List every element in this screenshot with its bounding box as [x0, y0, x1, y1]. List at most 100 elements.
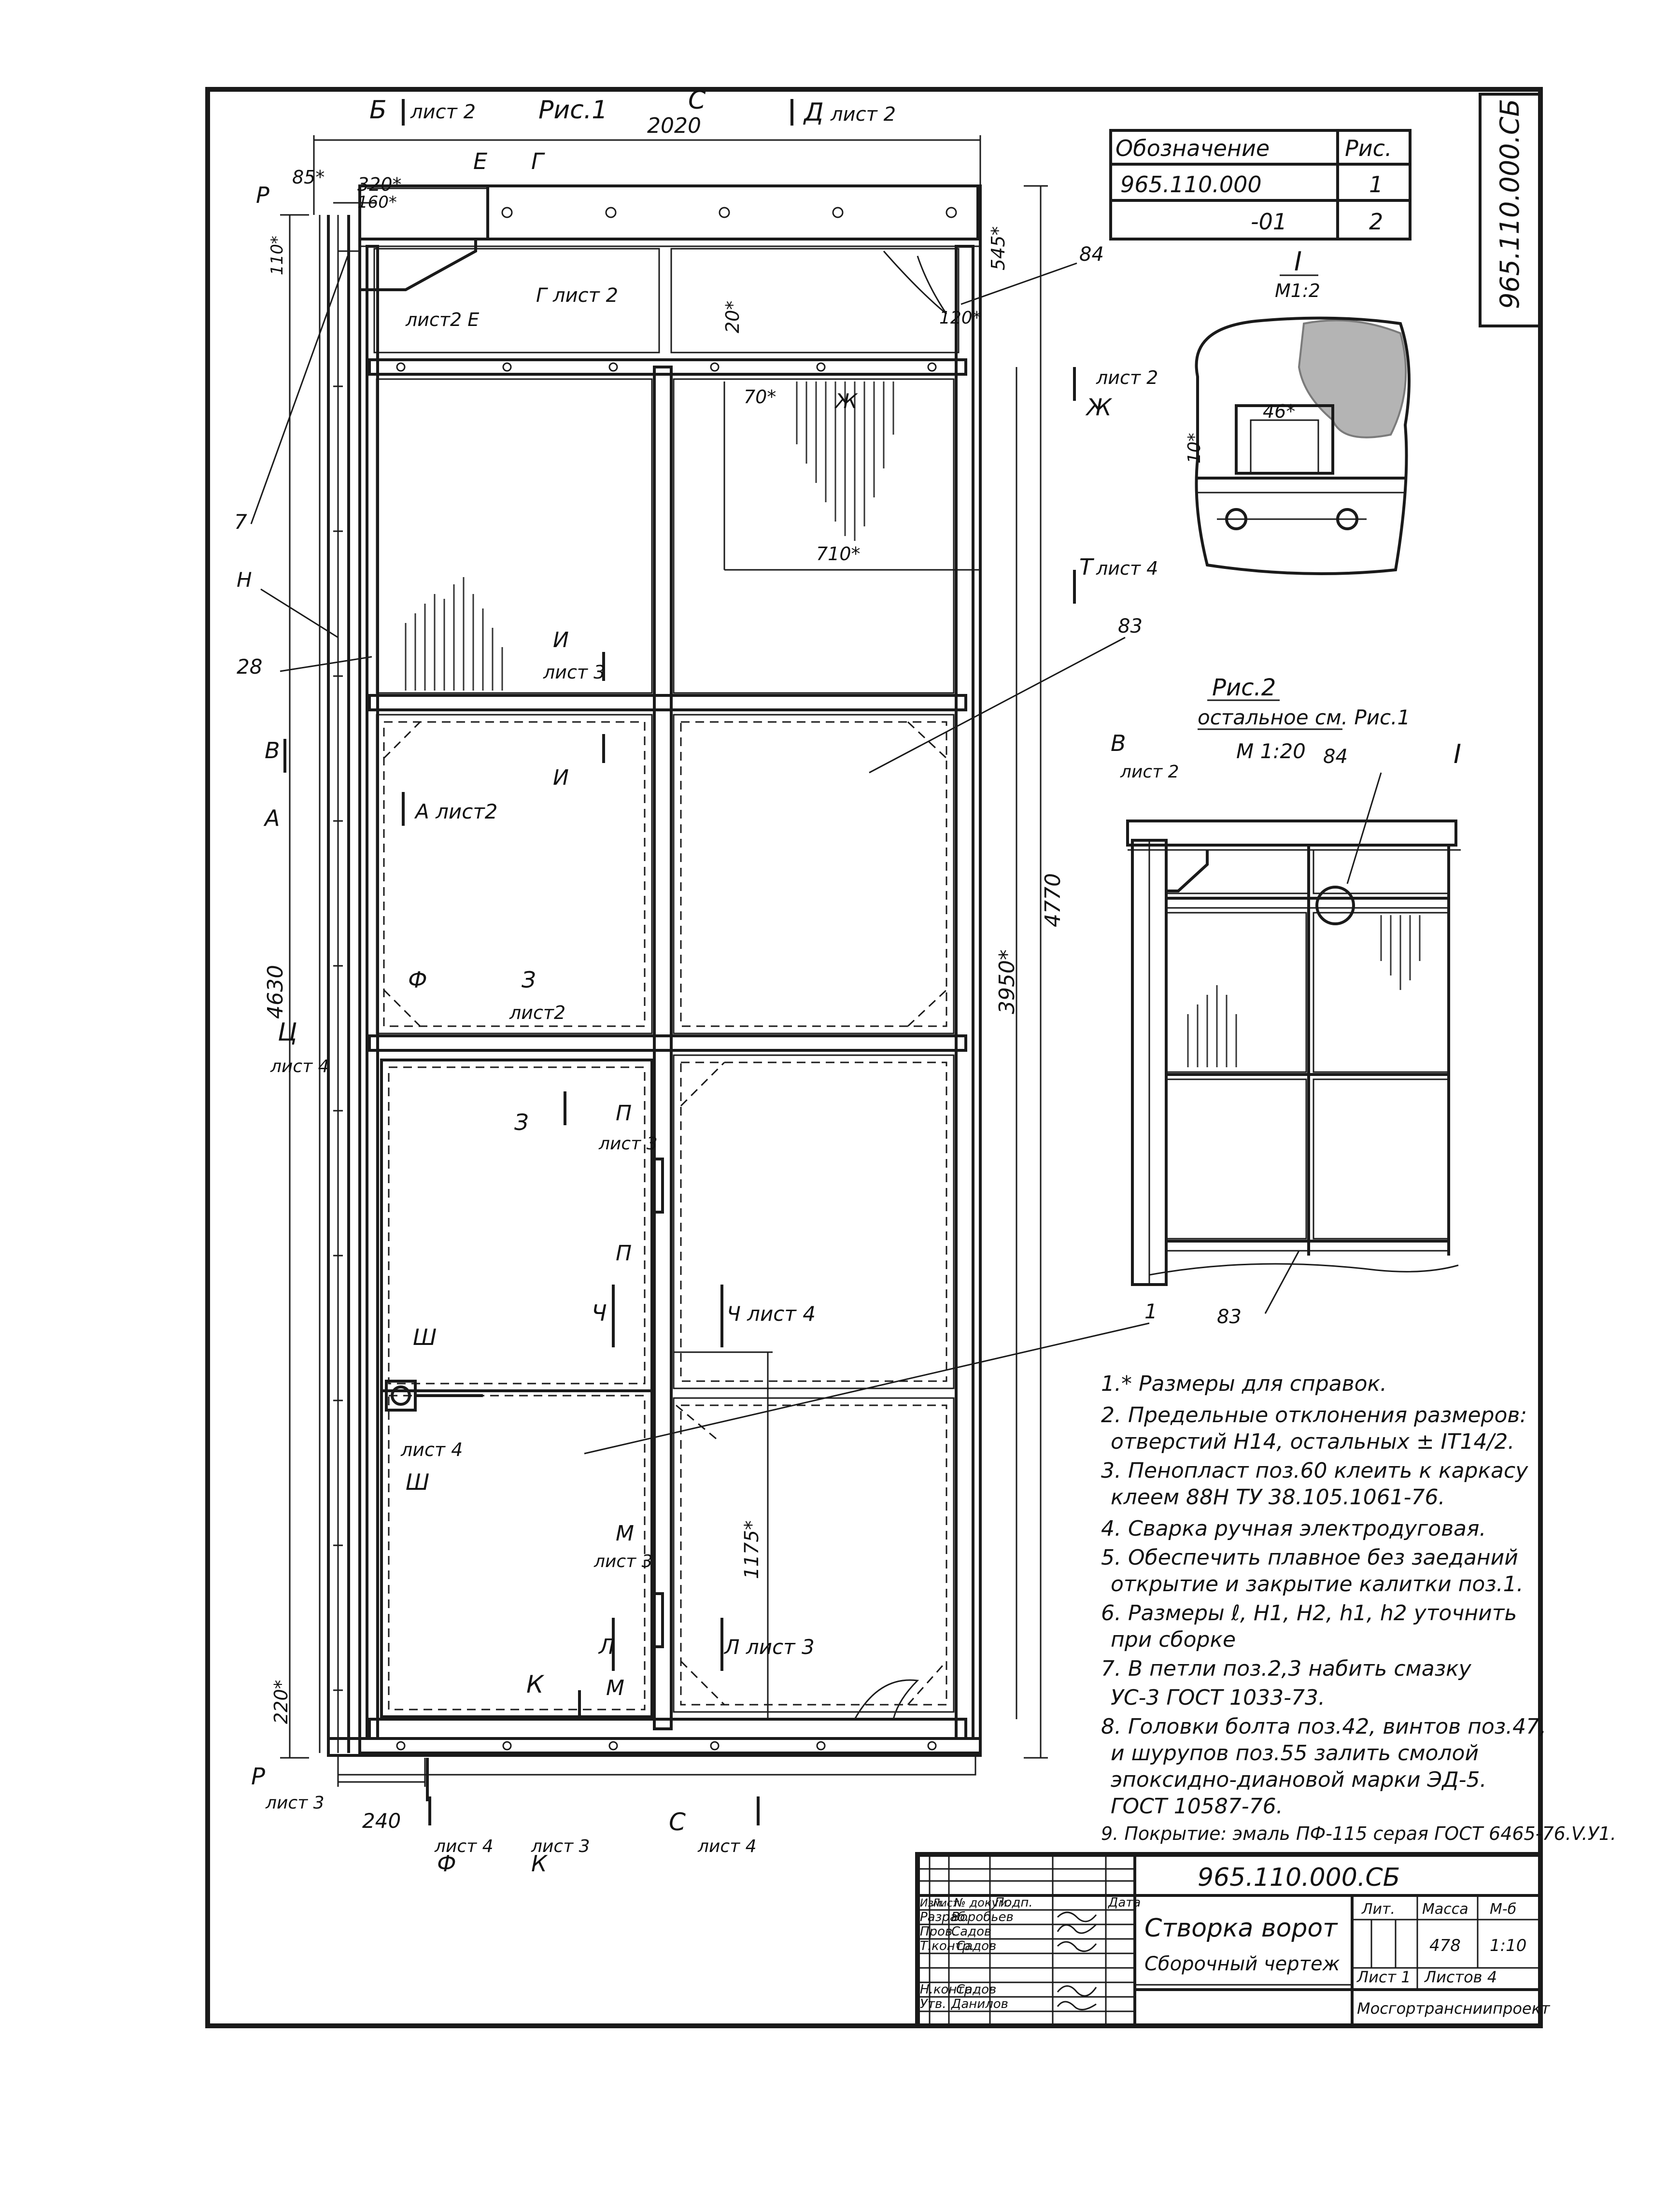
section-p2: П	[616, 1241, 632, 1266]
spec-row-1-fig: 1	[1369, 171, 1383, 198]
tb-name: Садов	[956, 1982, 996, 1997]
tb-col-list: Лист	[932, 1897, 960, 1909]
detail-i-label: I	[1294, 246, 1302, 277]
doc-number-vertical: 965.110.000.СБ	[1495, 99, 1525, 309]
fig2-drawing: Рис.2 остальное см. Рис.1 М 1:20 В лист …	[1111, 674, 1461, 1328]
tb-name: Воробьев	[951, 1910, 1014, 1924]
detail-i: I М1:2 46* 10*	[1185, 246, 1411, 575]
note-line: открытие и закрытие калитки поз.1.	[1111, 1572, 1524, 1597]
dim-70: 70*	[744, 386, 776, 408]
spec-row-1-designation: 965.110.000	[1120, 171, 1262, 198]
fig2-scale: М 1:20	[1236, 739, 1306, 763]
pos-28: 28	[237, 655, 262, 678]
dim-85: 85*	[292, 167, 325, 188]
pos-84: 84	[1079, 243, 1104, 266]
section-z2: З	[514, 1109, 529, 1135]
tb-doc-type: Сборочный чертеж	[1144, 1953, 1340, 1975]
tb-name: Садов	[951, 1924, 991, 1939]
detail-i-scale: М1:2	[1275, 280, 1320, 301]
section-m: М	[616, 1521, 634, 1546]
section-sh-sheet: лист 4	[400, 1439, 463, 1460]
fig2-section-v-sheet: лист 2	[1120, 762, 1179, 782]
section-zh-label: Ж	[834, 389, 858, 413]
fig2-title: Рис.2	[1212, 674, 1276, 701]
note-line: при сборке	[1111, 1627, 1236, 1652]
pos-1: 1	[1144, 1300, 1158, 1323]
sheet-frame	[205, 87, 1543, 2028]
tb-name: Данилов	[951, 1997, 1008, 2011]
dim-120: 120*	[939, 308, 981, 328]
spec-header-fig: Рис.	[1345, 135, 1392, 161]
tb-sheets: Листов 4	[1424, 1968, 1497, 1986]
section-i-sheet: лист 3	[543, 662, 605, 683]
fig2-pos-83: 83	[1217, 1306, 1242, 1328]
tb-role: Т.контр.	[920, 1939, 974, 1953]
foam-hatching-left	[405, 577, 503, 691]
spec-header-designation: Обозначение	[1115, 135, 1270, 161]
fig2-pos-i: I	[1454, 739, 1461, 769]
note-line: эпоксидно-диановой марки ЭД-5.	[1111, 1767, 1487, 1792]
tb-role: Пров.	[920, 1924, 957, 1939]
fig2-pos-84: 84	[1323, 746, 1348, 768]
note-line: 5. Обеспечить плавное без заеданий	[1101, 1545, 1518, 1570]
dim-160: 160*	[357, 193, 397, 212]
pos-n: Н	[237, 568, 252, 592]
tb-scale-label: М-б	[1490, 1901, 1516, 1918]
section-k-bottom: К	[531, 1851, 548, 1877]
spec-table: Обозначение Рис. 965.110.000 1 -01 2	[1109, 129, 1412, 240]
tb-role: Разраб.	[920, 1910, 969, 1924]
section-i2: И	[553, 765, 569, 790]
fig2-subtitle: остальное см. Рис.1	[1198, 706, 1410, 729]
section-sh2: Ш	[406, 1469, 429, 1495]
note-line: 2. Предельные отклонения размеров:	[1101, 1403, 1527, 1428]
tb-sheet: Лист 1	[1356, 1968, 1411, 1986]
tb-name: Садов	[956, 1939, 996, 1953]
section-g-sheet2: Г лист 2	[536, 284, 618, 307]
tb-name-title: Створка ворот	[1144, 1914, 1338, 1943]
dim-710: 710*	[816, 543, 861, 565]
section-zh: Ж	[1085, 394, 1113, 421]
section-a-sheet: А лист2	[414, 800, 498, 823]
tb-col-sign: Подп.	[995, 1895, 1033, 1910]
note-line: 3. Пенопласт поз.60 клеить к каркасу	[1101, 1458, 1528, 1483]
tb-lit-label: Лит.	[1361, 1901, 1395, 1918]
section-p1-sheet: лист 3	[598, 1134, 658, 1154]
section-b-top-sheet: лист 2	[410, 101, 476, 123]
section-k-bottom-sheet: лист 3	[531, 1837, 590, 1856]
wicket-door	[380, 1059, 653, 1718]
section-ts-sheet: лист 4	[270, 1057, 329, 1076]
tb-scale: 1:10	[1490, 1936, 1526, 1955]
title-block: Изм. Лист № докум. Подп. Дата Разраб. Во…	[915, 1852, 1551, 2028]
section-ts: Ц	[278, 1018, 297, 1047]
tb-org: Мосгортрансниипроект	[1357, 1999, 1551, 2018]
doc-number-vertical-box: 965.110.000.СБ	[1479, 93, 1542, 327]
foam-hatching-right	[796, 382, 894, 541]
note-line: 7. В петли поз.2,3 набить смазку	[1101, 1656, 1472, 1681]
dim-4630: 4630	[263, 965, 288, 1019]
section-r-bottom: Р	[251, 1763, 265, 1790]
spec-row-2-designation: -01	[1251, 209, 1287, 235]
tb-col-doc: № докум.	[953, 1896, 1011, 1909]
section-i: И	[553, 628, 569, 652]
pos-83: 83	[1118, 615, 1143, 637]
note-line: ГОСТ 10587-76.	[1111, 1794, 1283, 1819]
note-line: 6. Размеры ℓ, Н1, Н2, h1, h2 уточнить	[1101, 1601, 1517, 1625]
detail-i-dim-10: 10*	[1185, 433, 1204, 464]
note-line: 9. Покрытие: эмаль ПФ-115 серая ГОСТ 646…	[1101, 1823, 1616, 1844]
tb-col-izm: Изм.	[920, 1897, 945, 1909]
section-v: В	[265, 737, 280, 763]
section-sh: Ш	[413, 1324, 437, 1350]
dim-545: 545*	[988, 226, 1009, 270]
note-line: 8. Головки болта поз.42, винтов поз.47,	[1101, 1714, 1546, 1739]
section-p1: П	[616, 1101, 632, 1126]
dim-1175: 1175*	[741, 1520, 763, 1579]
section-f-bottom-sheet: лист 4	[434, 1837, 494, 1856]
note-line: клеем 88Н ТУ 38.105.1061-76.	[1111, 1485, 1445, 1510]
fig2-section-v: В	[1111, 730, 1126, 756]
section-z: З	[522, 967, 536, 993]
spec-row-2-fig: 2	[1369, 209, 1383, 235]
pos-7: 7	[234, 510, 247, 534]
section-p-top: Р	[256, 182, 269, 208]
fig1-title: Рис.1	[538, 96, 607, 125]
